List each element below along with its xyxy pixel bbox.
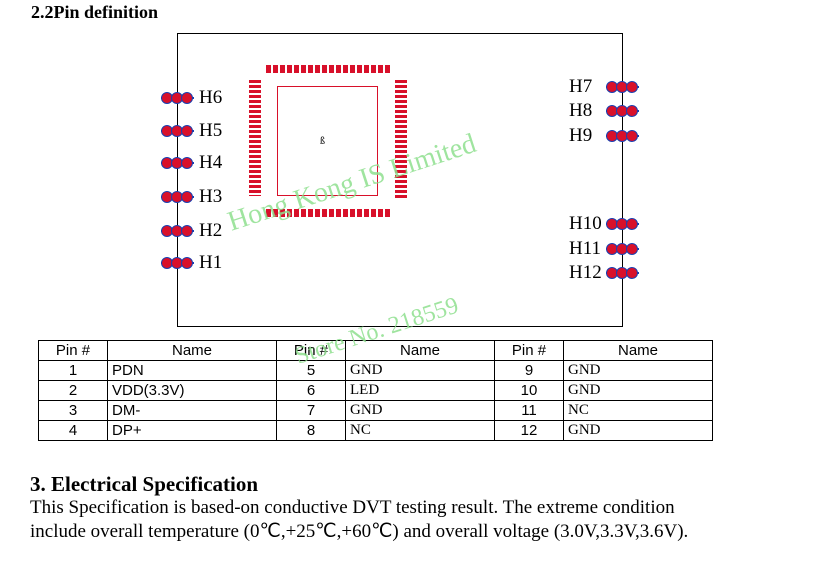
pin-pad <box>161 224 194 238</box>
pad-dot <box>181 257 193 269</box>
pin-number-cell: 2 <box>38 380 108 401</box>
pad-dot <box>181 191 193 203</box>
chip-body <box>277 86 378 196</box>
pin-name-cell: GND <box>563 360 713 381</box>
pad-dot <box>181 157 193 169</box>
pin-name-cell: LED <box>345 380 495 401</box>
pin-label: H8 <box>569 100 593 121</box>
pin-pad <box>606 242 639 256</box>
pad-dot <box>626 267 638 279</box>
pin-name-cell: DM- <box>107 400 277 421</box>
pin-number-cell: 12 <box>494 420 564 441</box>
pin-label: H11 <box>569 238 602 259</box>
header-name-1: Name <box>107 340 277 361</box>
chip-pins-bottom <box>266 209 390 217</box>
pin-label: H4 <box>199 152 223 173</box>
pin-number-cell: 7 <box>276 400 346 421</box>
chip-label: ß <box>320 136 325 147</box>
pin-number-cell: 1 <box>38 360 108 381</box>
pad-dot <box>626 105 638 117</box>
pin-name-cell: NC <box>345 420 495 441</box>
pin-pad <box>161 190 194 204</box>
header-name-2: Name <box>345 340 495 361</box>
pin-name-cell: VDD(3.3V) <box>107 380 277 401</box>
chip-pins-left <box>249 80 261 196</box>
pin-label: H6 <box>199 87 223 108</box>
header-pin-3: Pin # <box>494 340 564 361</box>
pin-label: H2 <box>199 220 223 241</box>
pin-name-cell: PDN <box>107 360 277 381</box>
pin-label: H9 <box>569 125 593 146</box>
pin-pad <box>161 156 194 170</box>
pin-number-cell: 3 <box>38 400 108 421</box>
pad-dot <box>626 130 638 142</box>
table-header-row: Pin # Name Pin # Name Pin # Name <box>38 340 713 361</box>
pin-pad <box>606 266 639 280</box>
pin-name-cell: NC <box>563 400 713 421</box>
pin-number-cell: 4 <box>38 420 108 441</box>
pin-number-cell: 11 <box>494 400 564 421</box>
pin-label: H12 <box>569 262 602 283</box>
pin-name-cell: GND <box>563 380 713 401</box>
pin-pad <box>161 91 194 105</box>
pad-dot <box>181 125 193 137</box>
pin-pad <box>161 124 194 138</box>
pin-pad <box>606 104 639 118</box>
chip-pins-right <box>395 80 407 198</box>
pin-label: H1 <box>199 252 223 273</box>
header-pin-1: Pin # <box>38 340 108 361</box>
pin-number-cell: 9 <box>494 360 564 381</box>
pin-name-cell: DP+ <box>107 420 277 441</box>
pin-pad <box>606 129 639 143</box>
electrical-title: 3. Electrical Specification <box>30 472 259 496</box>
pad-dot <box>626 243 638 255</box>
module-board-outline <box>177 33 623 327</box>
section-title: 2.2Pin definition <box>31 2 159 22</box>
pin-label: H7 <box>569 76 593 97</box>
pin-name-cell: GND <box>345 400 495 421</box>
pin-number-cell: 8 <box>276 420 346 441</box>
pin-name-cell: GND <box>563 420 713 441</box>
pin-label: H5 <box>199 120 223 141</box>
header-name-3: Name <box>563 340 713 361</box>
pad-dot <box>626 81 638 93</box>
pin-number-cell: 6 <box>276 380 346 401</box>
pin-pad <box>161 256 194 270</box>
electrical-body: This Specification is based-on conductiv… <box>30 496 810 544</box>
pin-pad <box>606 217 639 231</box>
pin-pad <box>606 80 639 94</box>
pad-dot <box>181 92 193 104</box>
pin-label: H3 <box>199 186 223 207</box>
pad-dot <box>181 225 193 237</box>
pin-name-cell: GND <box>345 360 495 381</box>
pad-dot <box>626 218 638 230</box>
electrical-line-1: This Specification is based-on conductiv… <box>30 497 675 518</box>
electrical-line-2: include overall temperature (0℃,+25℃,+60… <box>30 521 689 542</box>
pin-label: H10 <box>569 213 602 234</box>
chip-pins-top <box>266 65 390 73</box>
pin-number-cell: 10 <box>494 380 564 401</box>
